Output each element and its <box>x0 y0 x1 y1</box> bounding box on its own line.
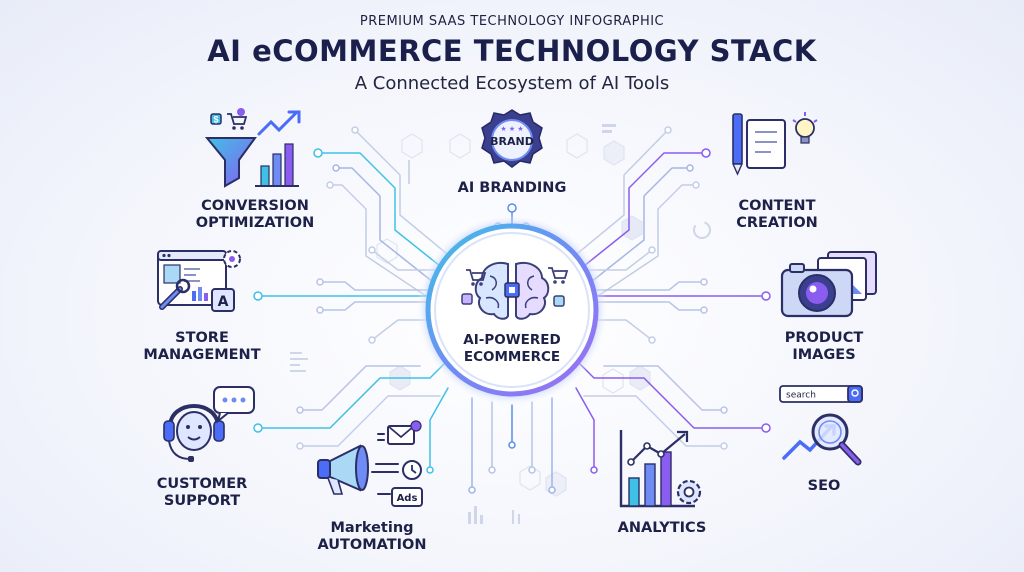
label-content-creation: CONTENT CREATION <box>697 198 857 232</box>
megaphone-icon: Ads <box>317 420 423 507</box>
ads-badge-text: Ads <box>397 493 418 504</box>
label-line: SUPPORT <box>163 493 241 509</box>
hub-circle <box>416 214 608 406</box>
label-line: AI BRANDING <box>457 180 567 196</box>
label-line: CUSTOMER <box>156 476 248 492</box>
hub-label-line2: ECOMMERCE <box>463 349 561 365</box>
label-seo: SEO <box>744 478 904 495</box>
brand-badge-icon: BRAND ★ ★ ★ <box>481 109 543 168</box>
svg-text:★ ★ ★: ★ ★ ★ <box>500 125 523 133</box>
label-line: AUTOMATION <box>317 537 427 553</box>
label-line: ANALYTICS <box>617 520 707 536</box>
eyebrow-text: PREMIUM SAAS TECHNOLOGY INFOGRAPHIC <box>359 14 665 29</box>
label-line: CONVERSION <box>201 198 309 214</box>
decorative-dots <box>290 124 616 524</box>
svg-text:$: $ <box>213 115 218 125</box>
funnel-chart-icon: $ <box>204 108 301 188</box>
label-product-images: PRODUCT IMAGES <box>744 330 904 364</box>
hub-label-line1: AI-POWERED <box>463 332 561 348</box>
bar-chart-gear-icon <box>619 430 702 508</box>
label-line: Marketing <box>330 520 414 536</box>
label-ai-branding: AI BRANDING <box>432 180 592 197</box>
ring-decoration <box>693 221 711 239</box>
label-line: MANAGEMENT <box>143 347 261 363</box>
pen-document-bulb-icon <box>731 112 818 176</box>
label-store-management: STORE MANAGEMENT <box>122 330 282 364</box>
page-subtitle: A Connected Ecosystem of AI Tools <box>354 73 670 94</box>
dashboard-wrench-icon: A <box>157 250 241 312</box>
label-conversion-optimization: CONVERSION OPTIMIZATION <box>175 198 335 232</box>
seo-search-text: search <box>786 391 816 401</box>
store-panel-letter: A <box>218 294 229 310</box>
label-line: SEO <box>807 478 841 494</box>
label-analytics: ANALYTICS <box>582 520 742 537</box>
label-line: CREATION <box>736 215 818 231</box>
magnifier-search-icon: search <box>779 385 863 466</box>
brain-cart-icon <box>461 262 569 320</box>
page-title: AI eCOMMERCE TECHNOLOGY STACK <box>207 34 817 68</box>
label-line: CONTENT <box>738 198 816 214</box>
label-customer-support: CUSTOMER SUPPORT <box>122 476 282 510</box>
label-line: OPTIMIZATION <box>195 215 315 231</box>
label-line: STORE <box>175 330 229 346</box>
camera-photo-icon <box>780 251 877 318</box>
label-marketing-automation: Marketing AUTOMATION <box>292 520 452 554</box>
label-line: PRODUCT <box>784 330 864 346</box>
label-line: IMAGES <box>792 347 856 363</box>
hub-label: AI-POWERED ECOMMERCE <box>432 332 592 366</box>
brand-badge-text: BRAND <box>490 135 534 148</box>
headset-chat-icon <box>163 386 255 462</box>
